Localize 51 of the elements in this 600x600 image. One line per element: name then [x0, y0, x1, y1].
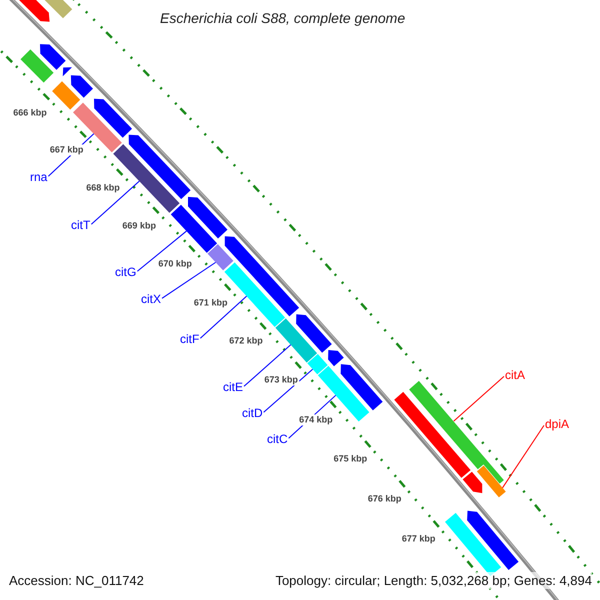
leader-line — [136, 230, 187, 272]
scale-label: 673 kbp — [263, 374, 299, 386]
gene-bar — [208, 244, 234, 270]
scale-label: 674 kbp — [298, 414, 334, 426]
genome-info-text: Topology: circular; Length: 5,032,268 bp; Genes: 4,894 — [275, 572, 592, 589]
scale-label: 668 kbp — [85, 182, 121, 194]
diagram-title: Escherichia coli S88, complete genome — [160, 9, 406, 28]
leader-line — [162, 262, 216, 299]
gene-bar — [52, 81, 80, 110]
gene-label: citF — [180, 332, 200, 346]
leader-line — [263, 368, 314, 413]
gene-label: citX — [141, 292, 162, 306]
leader-line — [90, 180, 140, 225]
scale-label: 671 kbp — [192, 297, 228, 308]
gene-block — [340, 364, 383, 410]
gene-label: citC — [267, 432, 288, 446]
gene-label: citG — [115, 265, 136, 279]
gene-block — [328, 350, 344, 366]
gene-bar — [170, 204, 218, 253]
leader-line — [502, 424, 544, 488]
gene-block — [40, 44, 66, 70]
gene-block — [62, 67, 72, 76]
scale-label: 669 kbp — [121, 220, 157, 232]
gene-block — [94, 98, 132, 138]
scale-label: 672 kbp — [228, 336, 264, 347]
gene-label: dpiA — [545, 417, 570, 431]
scale-label: 667 kbp — [48, 144, 84, 156]
gene-block — [128, 134, 191, 200]
gene-bar — [394, 392, 471, 478]
scale-label: 676 kbp — [366, 493, 402, 504]
scale-label: 670 kbp — [157, 258, 193, 270]
leader-line — [200, 296, 248, 339]
gene-label: citA — [505, 368, 526, 382]
gene-block — [188, 196, 228, 238]
gene-bar — [20, 49, 54, 83]
gene-label: citT — [71, 218, 90, 232]
gene-block — [70, 75, 93, 98]
gene-label: rna — [30, 170, 48, 184]
scale-label: 675 kbp — [332, 454, 368, 465]
gene-label: citE — [223, 380, 244, 394]
gene-block — [296, 314, 332, 353]
gene-bar — [275, 318, 318, 363]
scale-label: 666 kbp — [12, 107, 48, 118]
gene-label: citD — [242, 406, 263, 420]
leader-line — [244, 344, 292, 387]
gene-block — [462, 472, 482, 494]
gene-bar — [476, 466, 506, 498]
gene-bar — [409, 380, 504, 484]
scale-label: 677 kbp — [400, 533, 436, 544]
leader-line — [453, 376, 504, 422]
gene-block — [467, 510, 519, 570]
